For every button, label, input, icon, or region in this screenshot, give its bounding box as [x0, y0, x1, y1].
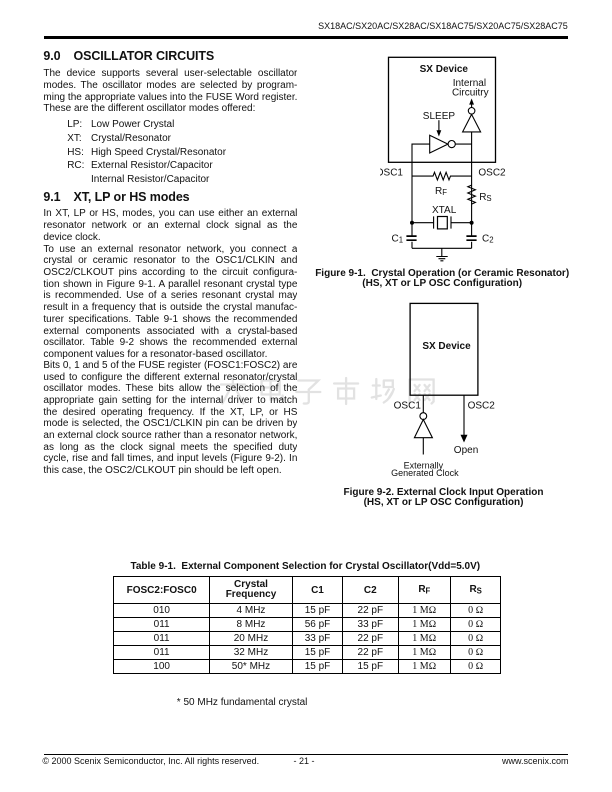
svg-text:RS: RS — [479, 192, 491, 203]
svg-text:Externally: Externally — [404, 460, 444, 470]
svg-text:Open: Open — [454, 445, 478, 456]
svg-text:OSC2: OSC2 — [478, 168, 506, 179]
svg-text:XTAL: XTAL — [432, 205, 457, 216]
svg-text:C1: C1 — [392, 233, 404, 244]
svg-text:RF: RF — [435, 186, 447, 197]
svg-text:Circuitry: Circuitry — [452, 88, 489, 99]
svg-text:SX Device: SX Device — [422, 341, 471, 352]
svg-text:C2: C2 — [482, 233, 494, 244]
svg-text:SLEEP: SLEEP — [423, 111, 456, 122]
svg-text:OSC2: OSC2 — [468, 401, 496, 412]
svg-text:Internal: Internal — [453, 78, 486, 89]
svg-text:OSC1: OSC1 — [380, 168, 403, 179]
svg-text:Generated Clock: Generated Clock — [391, 468, 459, 478]
svg-text:SX Device: SX Device — [420, 64, 469, 75]
svg-text:OSC1: OSC1 — [394, 401, 422, 412]
